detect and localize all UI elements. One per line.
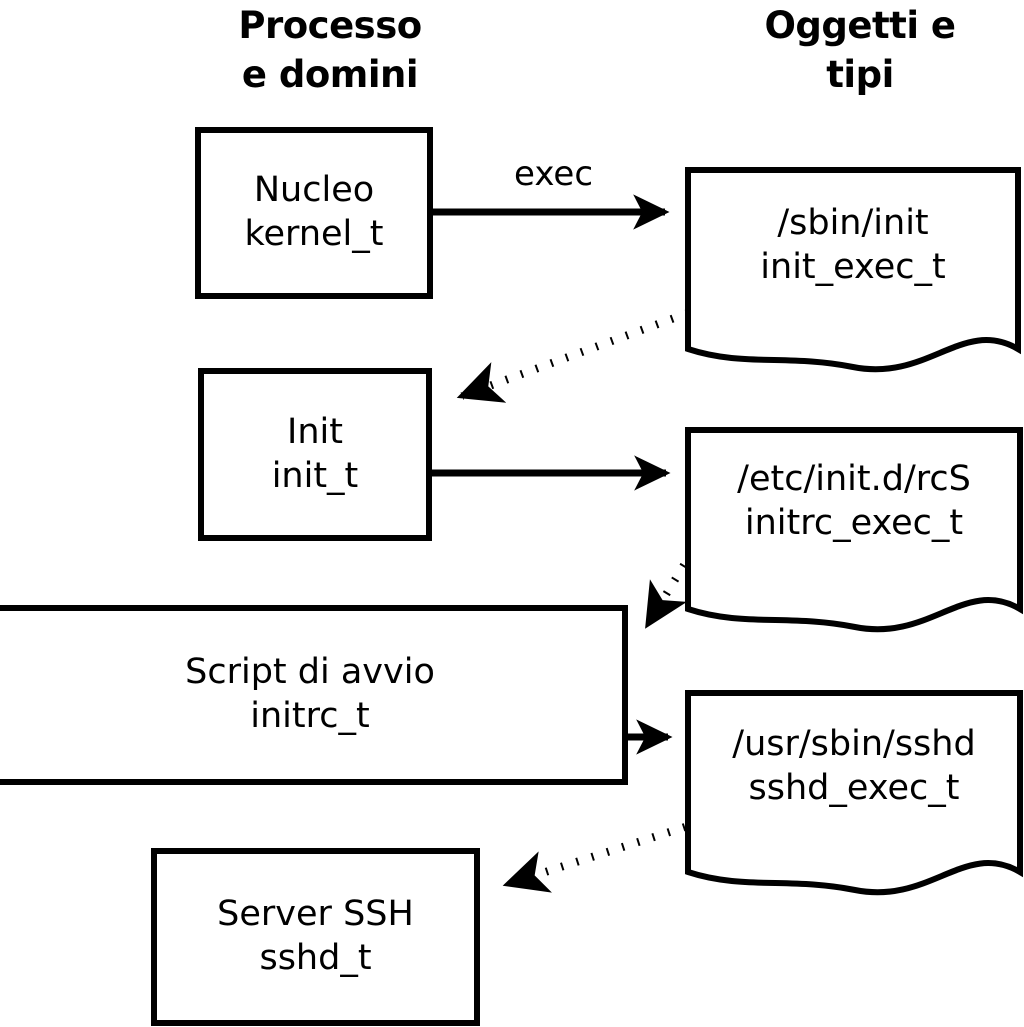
- column-header-objects-line2: tipi: [826, 52, 894, 96]
- edge-initrc-exec-to-initrc: [644, 562, 688, 629]
- process-node-sshd-line2: sshd_t: [259, 938, 372, 978]
- object-node-init-exec-line2: init_exec_t: [760, 246, 946, 287]
- object-node-initrc-exec[interactable]: /etc/init.d/rcS initrc_exec_t: [685, 427, 1023, 635]
- object-node-init-exec-line1: /sbin/init: [777, 203, 929, 243]
- object-node-sshd-exec-line2: sshd_exec_t: [748, 767, 960, 808]
- process-node-kernel-line2: kernel_t: [244, 214, 384, 254]
- process-node-initrc-line2: initrc_t: [250, 696, 370, 736]
- column-header-objects-line1: Oggetti e: [764, 4, 956, 47]
- column-header-processes: Processo e domini: [160, 2, 500, 100]
- column-header-processes-line1: Processo: [238, 4, 422, 47]
- edge-init-exec-to-init: [456, 309, 690, 403]
- document-shape-icon: [685, 427, 1023, 633]
- column-header-objects: Oggetti e tipi: [690, 2, 1024, 100]
- object-node-sshd-exec[interactable]: /usr/sbin/sshd sshd_exec_t: [685, 690, 1023, 896]
- process-node-initrc[interactable]: Script di avvio initrc_t: [0, 605, 628, 785]
- object-node-sshd-exec-line1: /usr/sbin/sshd: [732, 724, 976, 764]
- document-shape-icon: [685, 167, 1021, 373]
- object-node-initrc-exec-line1: /etc/init.d/rcS: [737, 459, 971, 499]
- process-node-sshd-line1: Server SSH: [217, 894, 414, 935]
- process-node-sshd[interactable]: Server SSH sshd_t: [151, 848, 480, 1026]
- object-node-initrc-exec-text: /etc/init.d/rcS initrc_exec_t: [685, 458, 1023, 546]
- process-node-init[interactable]: Init init_t: [198, 368, 432, 541]
- process-node-initrc-line1: Script di avvio: [185, 652, 435, 693]
- column-header-processes-line2: e domini: [241, 52, 419, 96]
- process-node-kernel[interactable]: Nucleo kernel_t: [195, 127, 433, 299]
- process-node-kernel-line1: Nucleo: [253, 170, 375, 211]
- object-node-init-exec-text: /sbin/init init_exec_t: [685, 202, 1021, 290]
- edge-label-exec: exec: [514, 154, 594, 194]
- object-node-initrc-exec-line2: initrc_exec_t: [744, 502, 964, 543]
- document-shape-icon: [685, 690, 1023, 896]
- object-node-sshd-exec-text: /usr/sbin/sshd sshd_exec_t: [685, 723, 1023, 811]
- object-node-init-exec[interactable]: /sbin/init init_exec_t: [685, 167, 1021, 373]
- edge-sshd-exec-to-sshd: [502, 823, 687, 893]
- process-node-init-line2: init_t: [271, 455, 359, 496]
- process-node-init-line1: Init: [287, 411, 343, 452]
